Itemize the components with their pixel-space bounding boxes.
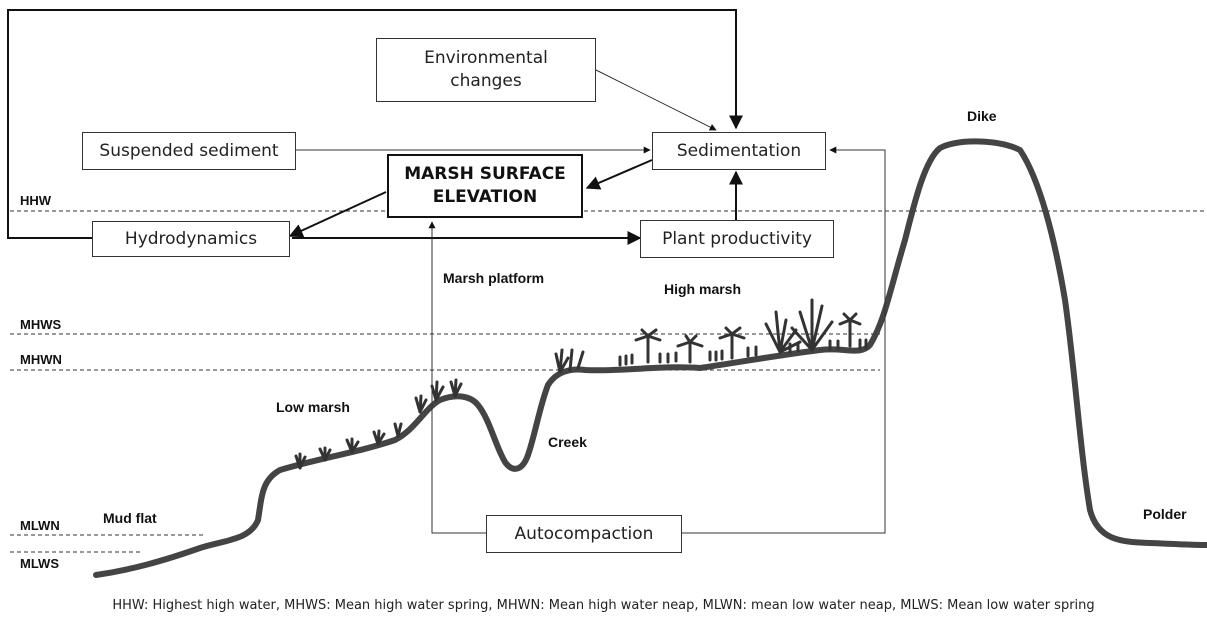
marsh-surface-elevation-box: MARSH SURFACE ELEVATION [387,154,583,218]
hydrodynamics-to-sedimentation-loop [7,9,743,239]
low-marsh-vegetation [294,378,463,470]
autocompaction-to-sedimentation-arrow [682,146,886,534]
suspended-sediment-box: Suspended sediment [82,132,296,170]
mhwn-label: MHWN [20,352,62,367]
mud-flat-label: Mud flat [103,510,157,526]
marsh-platform-label: Marsh platform [443,270,545,286]
mlws-label: MLWS [20,556,59,571]
sedimentation-to-elevation-arrow [585,159,653,190]
polder-label: Polder [1143,506,1187,522]
elevation-to-hydrodynamics-arrow [288,191,387,238]
mlwn-label: MLWN [20,518,60,533]
high-marsh-label: High marsh [664,281,742,297]
plant-productivity-box: Plant productivity [640,220,834,258]
env-to-sedimentation-arrow [595,69,717,131]
legend-caption: HHW: Highest high water, MHWS: Mean high… [112,598,1095,613]
environmental-changes-box: Environmental changes [376,38,596,102]
low-marsh-label: Low marsh [276,399,350,415]
creek-label: Creek [548,434,587,450]
hydrodynamics-box: Hydrodynamics [92,221,290,257]
autocompaction-box: Autocompaction [486,515,682,553]
sedimentation-box: Sedimentation [652,132,826,170]
dike-label: Dike [967,108,997,124]
hhw-label: HHW [20,193,52,208]
terrain-profile [93,138,1207,578]
high-marsh-vegetation [554,298,868,374]
mhws-label: MHWS [20,317,62,332]
autocompaction-to-elevation-arrow [428,221,486,534]
